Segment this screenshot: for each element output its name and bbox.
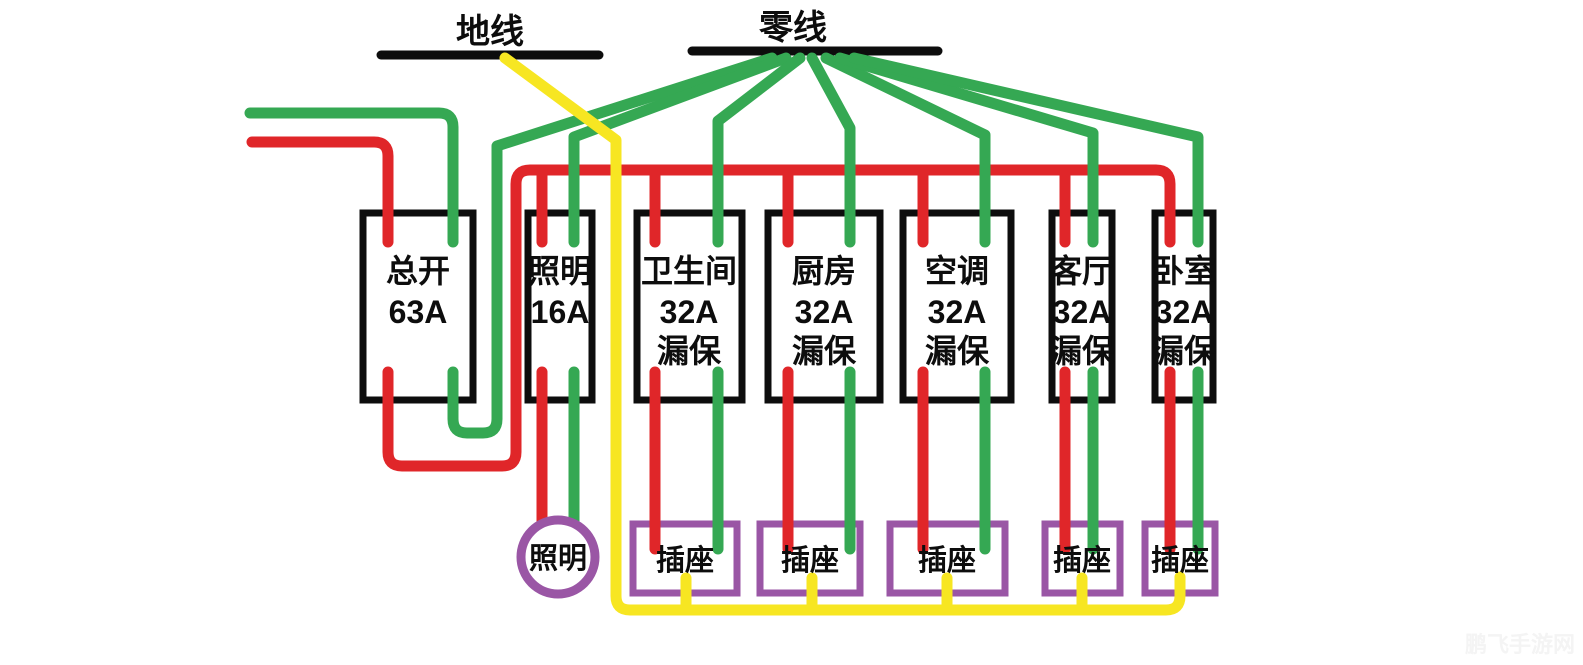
- breaker-label-main: 总开 63A: [386, 253, 450, 330]
- live-wire-supply: [246, 136, 394, 248]
- breaker-livingroom-name: 客厅: [1050, 253, 1114, 289]
- breaker-lighting-rating: 16A: [531, 294, 590, 330]
- ground-bus-label: 地线: [456, 13, 524, 51]
- socket-label-1: 插座: [656, 543, 714, 577]
- neutral-wire-supply: [244, 107, 459, 248]
- neutral-wire-main-return: [447, 52, 778, 439]
- neutral-wire-bedroom: [848, 52, 1204, 248]
- breaker-label-kitchen: 厨房 32A 漏保: [792, 253, 857, 369]
- neutral-bus-label: 零线: [759, 9, 827, 47]
- breaker-main-name: 总开: [386, 253, 450, 289]
- breaker-livingroom-type: 漏保: [1050, 333, 1115, 369]
- breaker-bedroom-rating: 32A: [1155, 294, 1214, 330]
- socket-label-2: 插座: [781, 543, 839, 577]
- breaker-kitchen-type: 漏保: [792, 333, 857, 369]
- breaker-livingroom-rating: 32A: [1053, 294, 1112, 330]
- neutral-wire-kitchen: [806, 52, 856, 248]
- ground-wire-main: [499, 52, 1186, 616]
- breaker-label-livingroom: 客厅 32A 漏保: [1050, 253, 1115, 369]
- watermark: 鹏飞手游网: [1465, 632, 1575, 657]
- breaker-lighting-name: 照明: [528, 253, 592, 289]
- breaker-label-lighting: 照明 16A: [528, 253, 592, 330]
- breaker-bedroom-name: 卧室: [1152, 253, 1216, 289]
- breaker-bathroom-name: 卫生间: [641, 253, 737, 289]
- breaker-label-aircon: 空调 32A 漏保: [925, 253, 990, 369]
- neutral-wire-bathroom: [712, 52, 806, 248]
- breaker-box-bedroom: [1151, 209, 1217, 404]
- neutral-wire-livingroom: [834, 52, 1099, 248]
- breaker-kitchen-rating: 32A: [795, 294, 854, 330]
- lamp-label: 照明: [529, 543, 587, 575]
- breaker-aircon-type: 漏保: [925, 333, 990, 369]
- breaker-bedroom-type: 漏保: [1152, 333, 1217, 369]
- breaker-bathroom-type: 漏保: [657, 333, 722, 369]
- live-wire-main-bus: [382, 164, 1176, 472]
- breaker-bathroom-rating: 32A: [660, 294, 719, 330]
- neutral-wire-lighting: [568, 52, 792, 248]
- socket-label-4: 插座: [1053, 543, 1111, 577]
- breaker-aircon-name: 空调: [925, 253, 989, 289]
- socket-label-3: 插座: [918, 543, 976, 577]
- breaker-aircon-rating: 32A: [928, 294, 987, 330]
- socket-label-5: 插座: [1151, 543, 1209, 577]
- breaker-main-rating: 63A: [389, 294, 448, 330]
- breaker-kitchen-name: 厨房: [792, 253, 856, 289]
- breaker-label-bedroom: 卧室 32A 漏保: [1152, 253, 1217, 369]
- breaker-label-bathroom: 卫生间 32A 漏保: [641, 253, 737, 369]
- neutral-wire-aircon: [820, 52, 991, 248]
- lamp-circle: [516, 515, 600, 599]
